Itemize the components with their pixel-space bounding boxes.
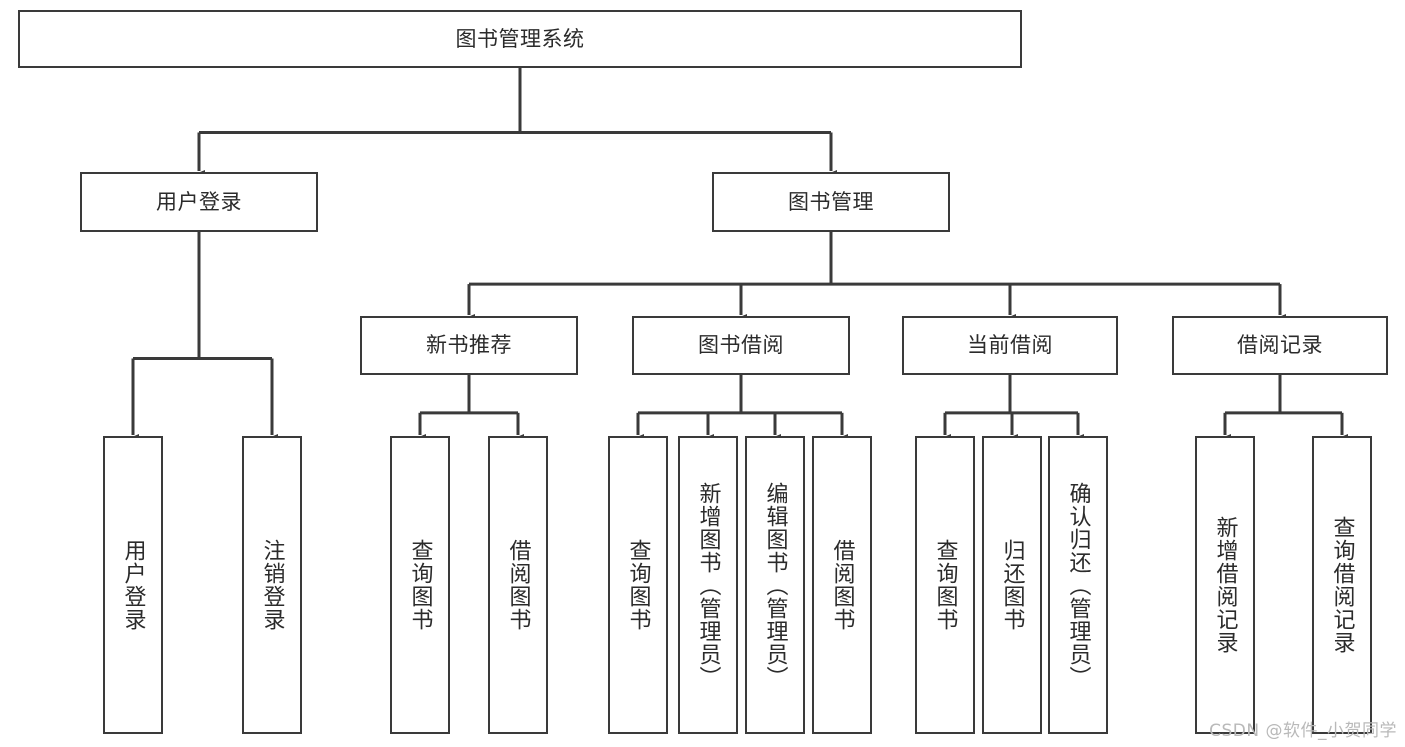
node-label: 查询借阅记录 — [1329, 516, 1355, 654]
node-L7[interactable]: 编辑图书（管理员） — [745, 436, 805, 734]
node-label: 图书管理 — [788, 189, 874, 214]
node-label: 图书借阅 — [698, 333, 784, 358]
node-L6[interactable]: 新增图书（管理员） — [678, 436, 738, 734]
node-L3[interactable]: 查询图书 — [390, 436, 450, 734]
node-n3a[interactable]: 新书推荐 — [360, 316, 578, 375]
node-L12[interactable]: 新增借阅记录 — [1195, 436, 1255, 734]
node-L2[interactable]: 注销登录 — [242, 436, 302, 734]
node-L10[interactable]: 归还图书 — [982, 436, 1042, 734]
node-n3b[interactable]: 图书借阅 — [632, 316, 850, 375]
node-label: 用户登录 — [120, 539, 146, 631]
node-L9[interactable]: 查询图书 — [915, 436, 975, 734]
node-n3c[interactable]: 当前借阅 — [902, 316, 1118, 375]
node-label: 新增借阅记录 — [1212, 516, 1238, 654]
node-L8[interactable]: 借阅图书 — [812, 436, 872, 734]
node-label: 编辑图书（管理员） — [762, 481, 788, 689]
node-label: 查询图书 — [932, 539, 958, 631]
watermark: CSDN @软件_小贺同学 — [1209, 721, 1397, 741]
node-label: 查询图书 — [407, 539, 433, 631]
node-L1[interactable]: 用户登录 — [103, 436, 163, 734]
node-label: 当前借阅 — [967, 333, 1053, 358]
node-label: 确认归还（管理员） — [1065, 481, 1091, 689]
node-label: 归还图书 — [999, 539, 1025, 631]
node-label: 借阅图书 — [829, 539, 855, 631]
node-label: 用户登录 — [156, 189, 242, 214]
node-root[interactable]: 图书管理系统 — [18, 10, 1022, 68]
node-label: 注销登录 — [259, 539, 285, 631]
node-n2b[interactable]: 图书管理 — [712, 172, 950, 232]
node-n2a[interactable]: 用户登录 — [80, 172, 318, 232]
node-L11[interactable]: 确认归还（管理员） — [1048, 436, 1108, 734]
node-label: 新增图书（管理员） — [695, 481, 721, 689]
node-label: 新书推荐 — [426, 333, 512, 358]
node-label: 查询图书 — [625, 539, 651, 631]
node-label: 图书管理系统 — [455, 26, 585, 51]
node-L5[interactable]: 查询图书 — [608, 436, 668, 734]
node-L13[interactable]: 查询借阅记录 — [1312, 436, 1372, 734]
node-label: 借阅记录 — [1237, 333, 1323, 358]
node-L4[interactable]: 借阅图书 — [488, 436, 548, 734]
node-label: 借阅图书 — [505, 539, 531, 631]
node-n3d[interactable]: 借阅记录 — [1172, 316, 1388, 375]
